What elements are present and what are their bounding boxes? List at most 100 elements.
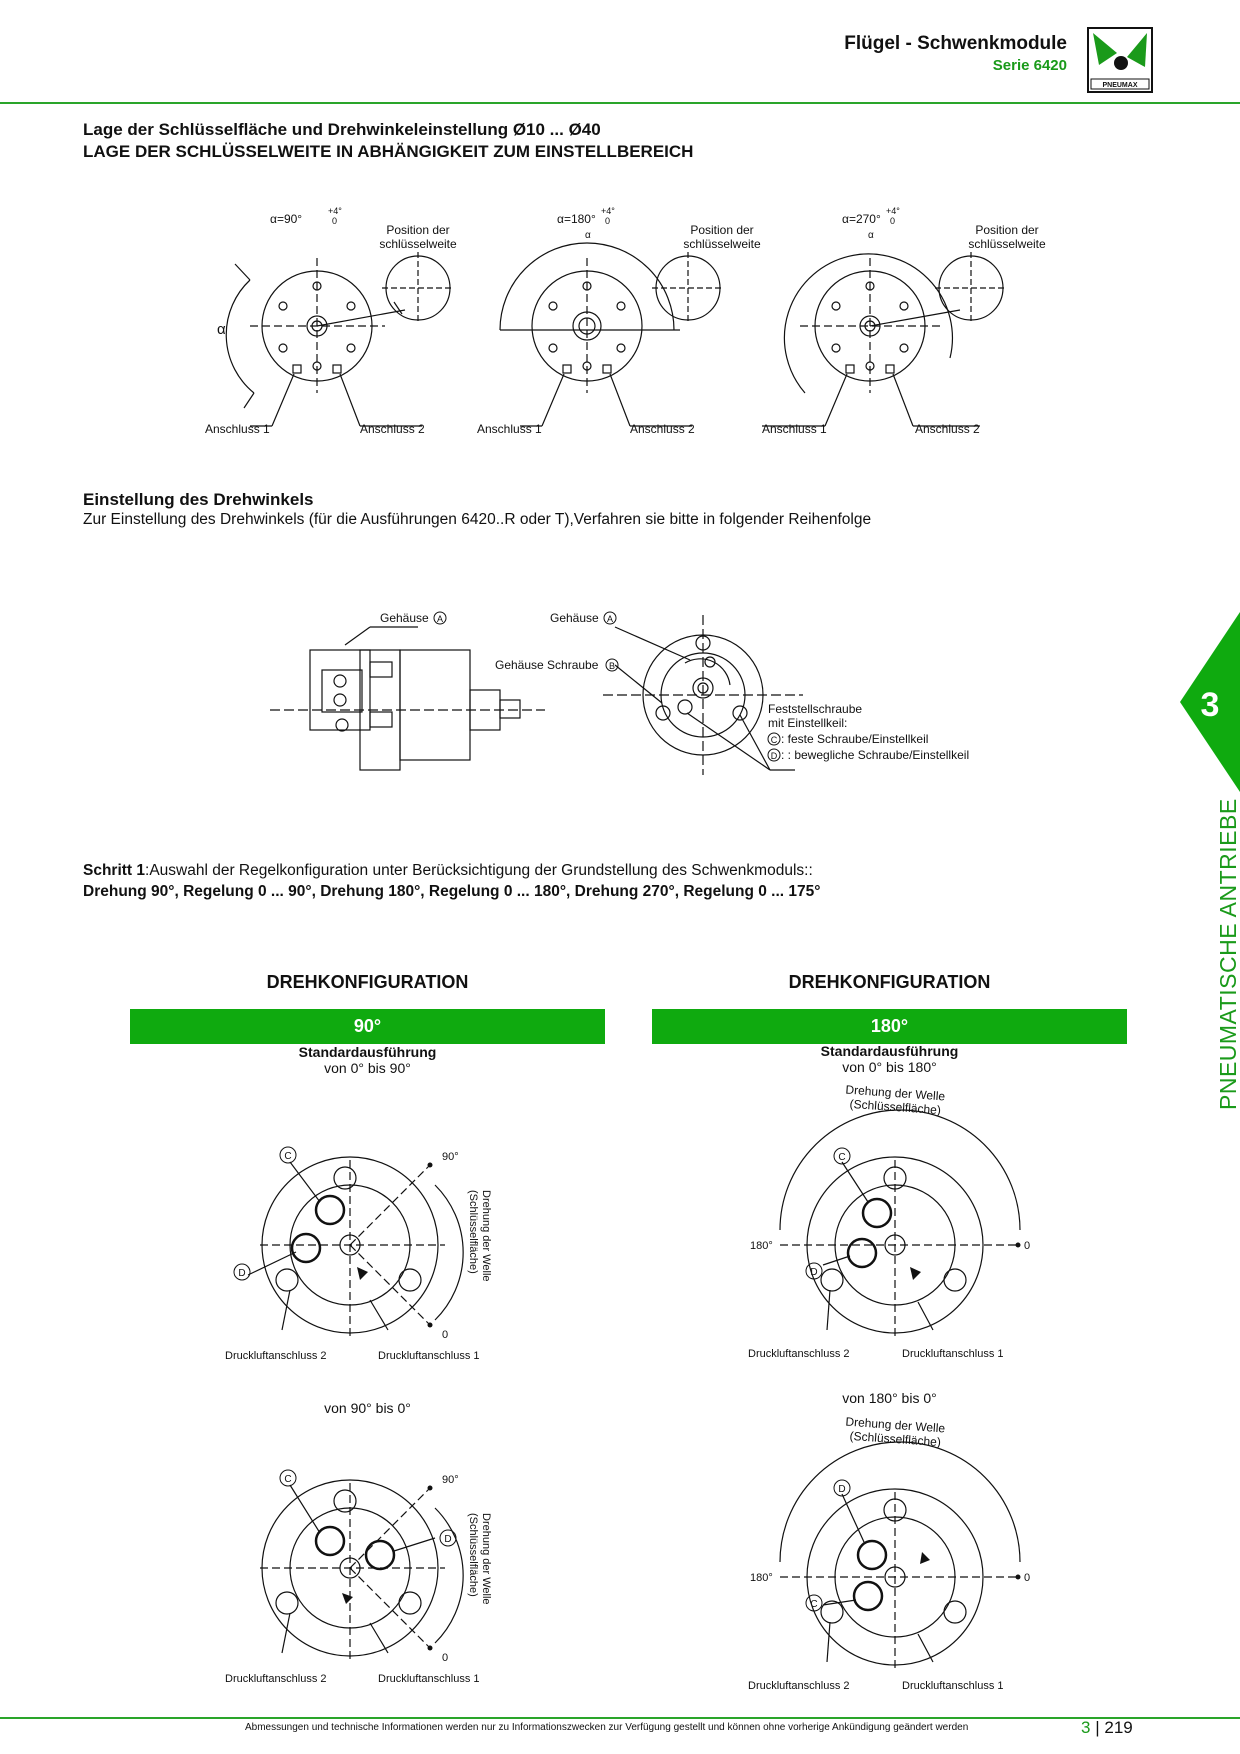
key3-tol-dn: 0 bbox=[890, 216, 895, 226]
deg-label-b: 0 bbox=[442, 1652, 448, 1664]
rotation-diagram-90-b: C D 90° 0 Drehung der Welle (Schlüsselfl… bbox=[225, 1469, 492, 1685]
key1-position2: schlüsselweite bbox=[379, 237, 457, 251]
key3-angle: α=270° bbox=[842, 212, 881, 226]
chapter-tab-triangle bbox=[1180, 612, 1240, 792]
port1-label: Druckluftanschluss 1 bbox=[902, 1680, 1004, 1692]
config-range2-90: von 90° bis 0° bbox=[324, 1400, 411, 1416]
config-title-180: DREHKONFIGURATION bbox=[788, 972, 991, 992]
housing-a-label-side: Gehäuse bbox=[380, 611, 429, 625]
rotation-label: Drehung der Welle bbox=[480, 1513, 492, 1605]
rotation-label2: (Schlüsselfläche) bbox=[849, 1097, 941, 1117]
rotation-label: Drehung der Welle bbox=[845, 1083, 946, 1104]
config-title-90: DREHKONFIGURATION bbox=[266, 972, 469, 992]
section-heading-key-width: LAGE DER SCHLÜSSELWEITE IN ABHÄNGIGKEIT … bbox=[83, 142, 694, 161]
key2-position2: schlüsselweite bbox=[683, 237, 761, 251]
key1-tol-dn: 0 bbox=[332, 216, 337, 226]
rotation-diagram-180-a: C D 180° 0 Drehung der Welle (Schlüsself… bbox=[748, 1083, 1030, 1360]
rotation-label2: (Schlüsselfläche) bbox=[849, 1429, 941, 1449]
deg-label-b: 0 bbox=[1024, 1572, 1030, 1584]
config-standard-90: Standardausführung bbox=[298, 1044, 437, 1060]
section-heading-key-position: Lage der Schlüsselfläche und Drehwinkele… bbox=[83, 120, 601, 139]
mark-d: D bbox=[238, 1268, 245, 1279]
deg-label-b: 0 bbox=[442, 1329, 448, 1341]
footer-rule bbox=[0, 1717, 1240, 1719]
key2-tol-dn: 0 bbox=[605, 216, 610, 226]
key1-angle: α=90° bbox=[270, 212, 302, 226]
chapter-label: PNEUMATISCHE ANTRIEBE bbox=[1215, 798, 1240, 1110]
port2-label: Druckluftanschluss 2 bbox=[225, 1350, 327, 1362]
port2-label: Druckluftanschluss 2 bbox=[225, 1673, 327, 1685]
key2-alpha: α bbox=[585, 230, 591, 241]
key3-position: Position der bbox=[975, 223, 1038, 237]
page-header-title: Flügel - Schwenkmodule bbox=[844, 33, 1067, 54]
pneumax-logo: PNEUMAX bbox=[1087, 27, 1153, 93]
mark-c: C bbox=[810, 1599, 817, 1610]
housing-a-mark-side: A bbox=[437, 614, 443, 624]
adjust-title: Einstellung des Drehwinkels bbox=[83, 490, 314, 509]
header-rule bbox=[0, 102, 1240, 104]
port1-label: Druckluftanschluss 1 bbox=[378, 1673, 480, 1685]
step1-text: :Auswahl der Regelkonfiguration unter Be… bbox=[145, 862, 813, 879]
key3-conn2: Anschluss 2 bbox=[915, 422, 980, 436]
key2-position: Position der bbox=[690, 223, 753, 237]
deg-label-a: 90° bbox=[442, 1151, 459, 1163]
deg-label-b: 0 bbox=[1024, 1240, 1030, 1252]
footer-disclaimer: Abmessungen und technische Informationen… bbox=[245, 1722, 969, 1733]
lock-c-text: : feste Schraube/Einstellkeil bbox=[781, 732, 928, 746]
key-diagram-270 bbox=[762, 252, 1007, 427]
config-range1-90: von 0° bis 90° bbox=[324, 1060, 411, 1076]
key2-angle: α=180° bbox=[557, 212, 596, 226]
config-bar-180: 180° bbox=[652, 1009, 1127, 1044]
key3-alpha: α bbox=[868, 230, 874, 241]
step1-line1: Schritt 1:Auswahl der Regelkonfiguration… bbox=[83, 862, 813, 880]
page-num: 219 bbox=[1104, 1718, 1133, 1737]
config-range2-180: von 180° bis 0° bbox=[842, 1390, 937, 1406]
deg-label-a: 180° bbox=[750, 1240, 773, 1252]
rotation-diagram-90-a: C D 90° 0 Drehung der Welle (Schlüsselfl… bbox=[225, 1146, 492, 1362]
rotation-label: Drehung der Welle bbox=[480, 1190, 492, 1282]
key3-tol-up: +4° bbox=[886, 206, 900, 216]
port1-label: Druckluftanschluss 1 bbox=[378, 1350, 480, 1362]
mark-d: D bbox=[444, 1534, 451, 1545]
key3-conn1: Anschluss 1 bbox=[762, 422, 827, 436]
rotation-label2: (Schlüsselfläche) bbox=[467, 1190, 479, 1274]
step1-label: Schritt 1 bbox=[83, 862, 146, 879]
key3-position2: schlüsselweite bbox=[968, 237, 1046, 251]
lock-screw-label2: mit Einstellkeil: bbox=[768, 716, 847, 730]
page-number: 3 | 219 bbox=[1081, 1718, 1133, 1738]
mark-c: C bbox=[838, 1152, 845, 1163]
mark-c: C bbox=[284, 1474, 291, 1485]
mark-d: D bbox=[838, 1484, 845, 1495]
key-position-diagrams: α=90° +4° 0 Position der schlüsselweite … bbox=[205, 206, 1046, 436]
adjustment-assembly-drawing: Gehäuse A Gehäuse A Gehäuse Schraube B F… bbox=[270, 611, 969, 775]
key1-conn1: Anschluss 1 bbox=[205, 422, 270, 436]
deg-label-a: 90° bbox=[442, 1474, 459, 1486]
logo-text: PNEUMAX bbox=[1102, 82, 1137, 89]
rotation-label: Drehung der Welle bbox=[845, 1415, 946, 1436]
lock-c-mark: C bbox=[771, 735, 778, 745]
adjust-text: Zur Einstellung des Drehwinkels (für die… bbox=[83, 511, 872, 528]
housing-a-label-front: Gehäuse bbox=[550, 611, 599, 625]
rotation-label2: (Schlüsselfläche) bbox=[467, 1513, 479, 1597]
key2-conn1: Anschluss 1 bbox=[477, 422, 542, 436]
housing-a-mark-front: A bbox=[607, 614, 613, 624]
mark-d: D bbox=[810, 1267, 817, 1278]
config-standard-180: Standardausführung bbox=[820, 1043, 959, 1059]
housing-screw-mark: B bbox=[609, 661, 615, 671]
page-chapter: 3 bbox=[1081, 1718, 1091, 1737]
lock-screw-label: Feststellschraube bbox=[768, 702, 862, 716]
port1-label: Druckluftanschluss 1 bbox=[902, 1348, 1004, 1360]
key1-conn2: Anschluss 2 bbox=[360, 422, 425, 436]
config-range1-180: von 0° bis 180° bbox=[842, 1059, 937, 1075]
key2-conn2: Anschluss 2 bbox=[630, 422, 695, 436]
step1-line2: Drehung 90°, Regelung 0 ... 90°, Drehung… bbox=[83, 883, 821, 900]
config-bar-90: 90° bbox=[130, 1009, 605, 1044]
key-diagram-180 bbox=[499, 242, 724, 427]
key1-alpha: α bbox=[217, 321, 226, 338]
mark-c: C bbox=[284, 1151, 291, 1162]
rotation-diagram-180-b: D C 180° 0 Drehung der Welle (Schlüsself… bbox=[748, 1415, 1030, 1692]
housing-screw-label: Gehäuse Schraube bbox=[495, 658, 599, 672]
port2-label: Druckluftanschluss 2 bbox=[748, 1680, 850, 1692]
lock-d-text: : : bewegliche Schraube/Einstellkeil bbox=[781, 748, 969, 762]
deg-label-a: 180° bbox=[750, 1572, 773, 1584]
